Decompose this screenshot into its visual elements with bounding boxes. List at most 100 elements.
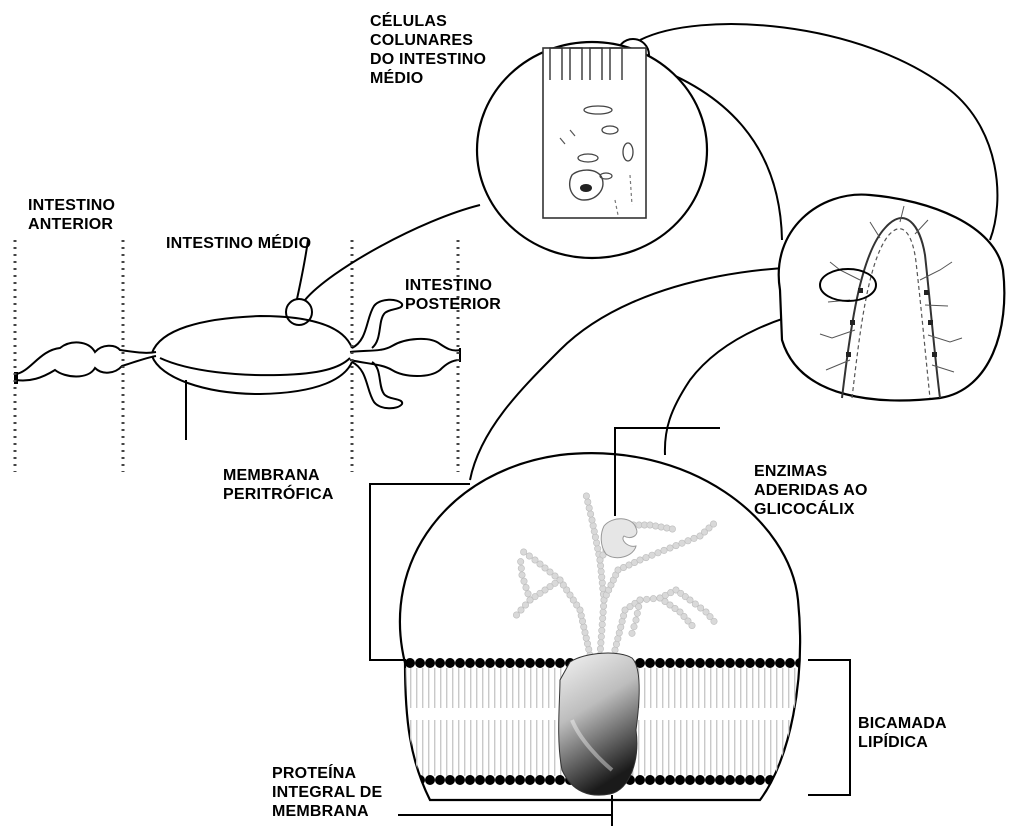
lipid-head-bottom xyxy=(755,775,765,785)
lipid-head-bottom xyxy=(695,775,705,785)
lipid-head-bottom xyxy=(725,775,735,785)
glycocalyx-bead xyxy=(658,524,664,530)
glycocalyx-bead xyxy=(618,624,624,630)
lipid-head-bottom xyxy=(415,775,425,785)
lipid-head-bottom xyxy=(535,775,545,785)
glycocalyx-bead xyxy=(522,602,528,608)
gut-outline xyxy=(16,300,460,440)
lipid-head-top xyxy=(415,658,425,668)
glycocalyx-bead xyxy=(615,635,621,641)
glycocalyx-bead xyxy=(597,646,603,652)
lipid-head-top xyxy=(665,658,675,668)
lipid-head-top xyxy=(695,658,705,668)
lipid-head-bottom xyxy=(705,775,715,785)
glycocalyx-bead xyxy=(598,568,604,574)
glycocalyx-bead xyxy=(600,609,606,615)
lipid-head-bottom xyxy=(505,775,515,785)
glycocalyx-bead xyxy=(583,493,589,499)
label-intestino-anterior: INTESTINO ANTERIOR xyxy=(28,196,115,234)
glycocalyx-bead xyxy=(650,595,656,601)
lipid-head-top xyxy=(485,658,495,668)
columnar-cell-circle xyxy=(477,42,707,258)
glycocalyx-bead xyxy=(586,646,592,652)
glycocalyx-bead xyxy=(582,629,588,635)
lipid-head-bottom xyxy=(655,775,665,785)
label-intestino-medio: INTESTINO MÉDIO xyxy=(166,234,311,253)
label-proteina-integral: PROTEÍNA INTEGRAL DE MEMBRANA xyxy=(272,764,382,821)
lipid-head-bottom xyxy=(745,775,755,785)
lipid-head-bottom xyxy=(425,775,435,785)
microvillus-circle xyxy=(779,195,1005,401)
glycocalyx-bead xyxy=(661,547,667,553)
lipid-head-top xyxy=(525,658,535,668)
glycocalyx-bead xyxy=(520,549,526,555)
glycocalyx-bead xyxy=(517,558,523,564)
glycocalyx-bead xyxy=(597,563,603,569)
lipid-head-bottom xyxy=(555,775,565,785)
glycocalyx-bead xyxy=(513,612,519,618)
glycocalyx-bead xyxy=(685,538,691,544)
glycocalyx-bead xyxy=(578,612,584,618)
glycocalyx-bead xyxy=(518,607,524,613)
glycocalyx-bead xyxy=(532,557,538,563)
lipid-head-top xyxy=(515,658,525,668)
glycocalyx-bead xyxy=(519,572,525,578)
glycocalyx-bead xyxy=(629,630,635,636)
glycocalyx-bead xyxy=(637,597,643,603)
glycocalyx-bead xyxy=(689,622,695,628)
lipid-head-bottom xyxy=(495,775,505,785)
glycocalyx-bead xyxy=(652,523,658,529)
glycocalyx-bead xyxy=(664,525,670,531)
lipid-head-top xyxy=(785,658,795,668)
lipid-head-bottom xyxy=(475,775,485,785)
glycocalyx-bead xyxy=(667,545,673,551)
label-celulas-colunares: CÉLULAS COLUNARES DO INTESTINO MÉDIO xyxy=(370,12,486,88)
glycocalyx-bead xyxy=(600,603,606,609)
glycocalyx-bead xyxy=(579,618,585,624)
glycocalyx-bead xyxy=(673,542,679,548)
glycocalyx-bead xyxy=(679,540,685,546)
glycocalyx-bead xyxy=(599,627,605,633)
lipid-head-bottom xyxy=(685,775,695,785)
lipid-head-top xyxy=(775,658,785,668)
glycocalyx-bead xyxy=(711,618,717,624)
glycocalyx-bead xyxy=(634,610,640,616)
label-membrana-peritrofica: MEMBRANA PERITRÓFICA xyxy=(223,466,334,504)
lipid-head-bottom xyxy=(645,775,655,785)
glycocalyx-bead xyxy=(669,526,675,532)
glycocalyx-bead xyxy=(598,640,604,646)
lipid-head-top xyxy=(505,658,515,668)
glycocalyx-bead xyxy=(697,605,703,611)
lipid-head-bottom xyxy=(665,775,675,785)
label-intestino-posterior: INTESTINO POSTERIOR xyxy=(405,276,501,314)
region-dividers xyxy=(15,240,458,472)
lipid-head-top xyxy=(465,658,475,668)
glycocalyx-bead xyxy=(655,550,661,556)
lipid-head-top xyxy=(455,658,465,668)
lipid-head-bottom xyxy=(515,775,525,785)
glycocalyx-bead xyxy=(523,584,529,590)
lipid-head-top xyxy=(705,658,715,668)
label-bicamada-lipidica: BICAMADA LIPÍDICA xyxy=(858,714,947,752)
lipid-head-top xyxy=(645,658,655,668)
lipid-head-top xyxy=(435,658,445,668)
glycocalyx-bead xyxy=(600,585,606,591)
glycocalyx-bead xyxy=(586,505,592,511)
lipid-head-bottom xyxy=(635,775,645,785)
lipid-head-top xyxy=(765,658,775,668)
lipid-head-top xyxy=(535,658,545,668)
membrane-circle xyxy=(395,453,815,800)
glycocalyx-bead xyxy=(599,574,605,580)
glycocalyx-bead xyxy=(598,633,604,639)
lipid-head-top xyxy=(425,658,435,668)
lipid-head-bottom xyxy=(795,775,805,785)
glycocalyx-bead xyxy=(710,521,716,527)
lipid-head-top xyxy=(655,658,665,668)
glycocalyx-bead xyxy=(599,615,605,621)
lipid-head-top xyxy=(745,658,755,668)
glycocalyx-bead xyxy=(599,621,605,627)
glycocalyx-bead xyxy=(619,618,625,624)
glycocalyx-bead xyxy=(527,597,533,603)
lipid-head-top xyxy=(715,658,725,668)
